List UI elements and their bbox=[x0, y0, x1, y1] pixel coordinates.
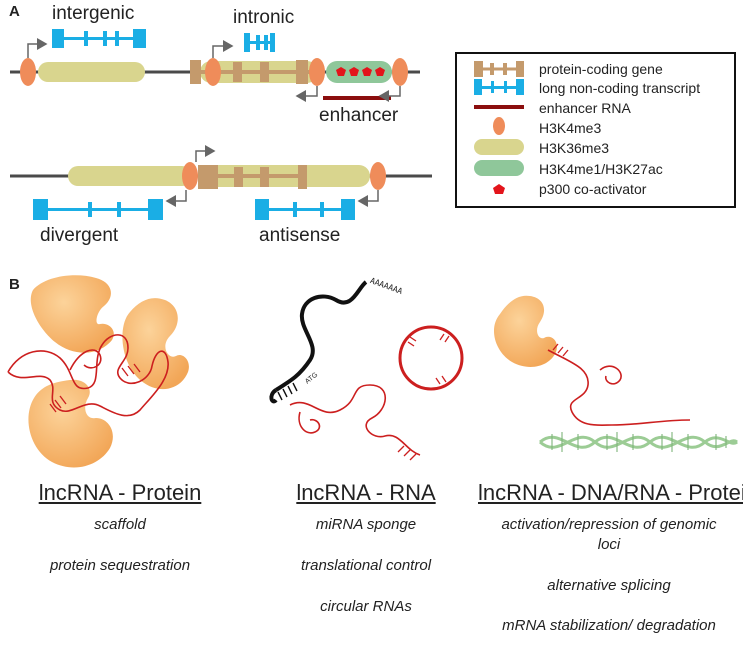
legend-label: H3K36me3 bbox=[539, 140, 610, 156]
chromatin-row-2 bbox=[10, 145, 432, 220]
enhancer-rna-symbol bbox=[474, 105, 524, 109]
column-item: circular RNAs bbox=[320, 598, 412, 615]
protein-coding-gene-symbol bbox=[474, 61, 524, 77]
legend-label: H3K4me3 bbox=[539, 120, 602, 136]
dna-base-pairs bbox=[551, 432, 727, 452]
mrna-strand bbox=[269, 388, 278, 404]
circular-rna-stems bbox=[407, 333, 450, 385]
h3k36me3-mark bbox=[38, 62, 145, 82]
tss-arrow bbox=[378, 86, 401, 102]
h3k4me1-h3k27ac-symbol bbox=[474, 160, 524, 176]
lncrna-rna-illustration bbox=[269, 280, 464, 461]
mrna-strand bbox=[274, 280, 368, 392]
lncrna-antisense bbox=[255, 199, 355, 220]
h3k36me3-mark bbox=[68, 166, 192, 186]
lncrna-strand bbox=[289, 384, 421, 456]
column-title-lncrna-dna-rna-protein: lncRNA - DNA/RNA - Protein bbox=[478, 480, 743, 505]
legend: protein-coding gene long non-coding tran… bbox=[455, 52, 736, 208]
stem-loop bbox=[49, 363, 141, 413]
protein-blob bbox=[122, 298, 189, 390]
column-item: translational control bbox=[300, 557, 432, 574]
h3k4me3-mark bbox=[205, 58, 221, 86]
intergenic-label: intergenic bbox=[52, 3, 135, 24]
antisense-label: antisense bbox=[259, 225, 341, 246]
divergent-label: divergent bbox=[40, 225, 119, 246]
protein-blob bbox=[30, 275, 114, 353]
dna-helix bbox=[538, 435, 738, 449]
tss-arrow bbox=[212, 40, 234, 58]
lncrna-strand bbox=[69, 349, 102, 371]
tss-arrow bbox=[295, 86, 318, 102]
protein-blob bbox=[28, 379, 113, 468]
stem-loop bbox=[552, 343, 569, 357]
p300-cluster bbox=[336, 67, 385, 76]
lncrna-dna-protein-illustration bbox=[493, 295, 738, 452]
lncrna-protein-illustration bbox=[7, 275, 189, 468]
p300-symbol bbox=[493, 184, 505, 194]
tss-arrow bbox=[165, 190, 187, 207]
stem-loop bbox=[397, 445, 417, 461]
column-title-lncrna-protein: lncRNA - Protein bbox=[38, 480, 202, 505]
column-item: protein sequestration bbox=[49, 557, 191, 574]
protein-blob bbox=[493, 295, 557, 367]
intronic-label: intronic bbox=[233, 7, 295, 28]
lncrna-strand bbox=[599, 365, 622, 385]
lncrna-strand bbox=[547, 349, 691, 427]
legend-label: long non-coding transcript bbox=[539, 80, 701, 96]
h3k4me3-mark bbox=[20, 58, 36, 86]
column-title-lncrna-rna: lncRNA - RNA bbox=[296, 480, 436, 505]
h3k4me3-mark bbox=[182, 162, 198, 190]
legend-label: protein-coding gene bbox=[539, 61, 663, 77]
column-item: scaffold bbox=[94, 516, 146, 533]
panel-b-letter: B bbox=[9, 276, 20, 293]
enhancer-label: enhancer bbox=[319, 105, 399, 126]
enhancer-rna bbox=[323, 96, 391, 100]
h3k4me1-h3k27ac-mark bbox=[326, 61, 392, 83]
legend-symbols bbox=[474, 61, 524, 194]
tss-arrow bbox=[195, 145, 216, 162]
column-item: miRNA sponge bbox=[315, 516, 417, 533]
lncrna-intergenic bbox=[52, 29, 146, 48]
lncrna-transcript-symbol bbox=[474, 79, 524, 95]
circular-rna bbox=[398, 325, 464, 391]
protein-coding-gene bbox=[198, 165, 307, 189]
lncrna-strand bbox=[298, 411, 321, 434]
lncrna-strand bbox=[7, 334, 169, 417]
legend-label: H3K4me1/H3K27ac bbox=[539, 161, 663, 177]
mirna-binding bbox=[277, 382, 298, 401]
h3k4me3-symbol bbox=[493, 117, 505, 135]
legend-label: p300 co-activator bbox=[539, 181, 647, 197]
tss-arrow bbox=[357, 190, 379, 207]
panel-a-letter: A bbox=[9, 3, 20, 20]
legend-label: enhancer RNA bbox=[539, 100, 631, 116]
chromatin-row-1 bbox=[10, 29, 420, 102]
lncrna-intronic bbox=[244, 33, 275, 52]
h3k4me3-mark bbox=[309, 58, 325, 86]
column-item: mRNA stabilization/ degradation bbox=[502, 617, 716, 634]
h3k36me3-symbol bbox=[474, 139, 524, 155]
h3k4me3-mark bbox=[370, 162, 386, 190]
tss-arrow bbox=[27, 38, 48, 58]
column-item: activation/repression of genomic loci bbox=[501, 516, 717, 553]
column-item: alternative splicing bbox=[547, 577, 671, 594]
lncrna-divergent bbox=[33, 199, 163, 220]
h3k4me3-mark bbox=[392, 58, 408, 86]
